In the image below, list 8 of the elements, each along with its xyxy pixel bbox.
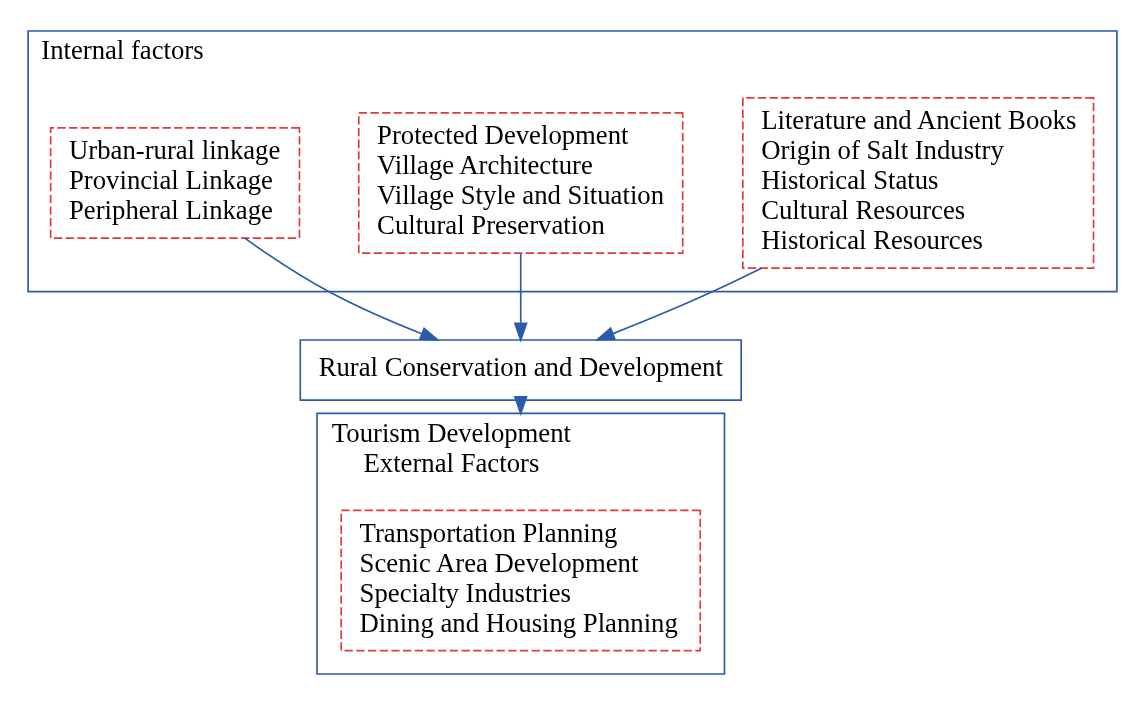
node-box: Transportation Planning Scenic Area Development Specialty Industries Dining and Housing Planning bbox=[340, 508, 702, 651]
arrow bbox=[513, 252, 528, 342]
arrow bbox=[513, 395, 528, 416]
node-box: Protected Development Village Architecture Village Style and Situation Cultural Preservation bbox=[357, 111, 684, 254]
arrow bbox=[243, 236, 440, 341]
node-box: Urban-rural linkage Provincial Linkage Peripheral Linkage bbox=[49, 126, 301, 239]
arrow bbox=[594, 266, 763, 341]
node-box: Literature and Ancient Books Origin of Salt Industry Historical Status Cultural Resources Historical Resources bbox=[742, 96, 1095, 269]
